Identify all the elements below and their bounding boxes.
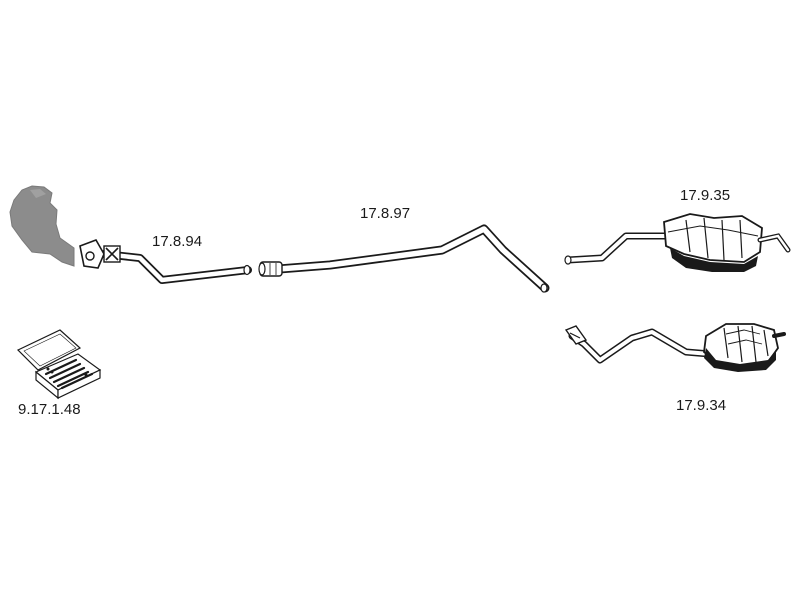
mounting-kit-box-icon[interactable] bbox=[16, 329, 102, 400]
rear-silencer-upper-icon[interactable] bbox=[564, 213, 791, 272]
middle-pipe-label: 17.8.97 bbox=[360, 205, 410, 222]
rear-silencer-lower-label: 17.9.34 bbox=[676, 397, 726, 414]
front-pipe-icon[interactable] bbox=[79, 239, 252, 284]
rear-silencer-upper-label: 17.9.35 bbox=[680, 187, 730, 204]
front-pipe-label: 17.8.94 bbox=[152, 233, 202, 250]
heat-shield-icon[interactable] bbox=[9, 185, 75, 267]
mount-kit-label: 9.17.1.48 bbox=[18, 401, 81, 418]
rear-silencer-lower-icon[interactable] bbox=[564, 323, 786, 372]
middle-pipe-icon[interactable] bbox=[258, 224, 550, 293]
